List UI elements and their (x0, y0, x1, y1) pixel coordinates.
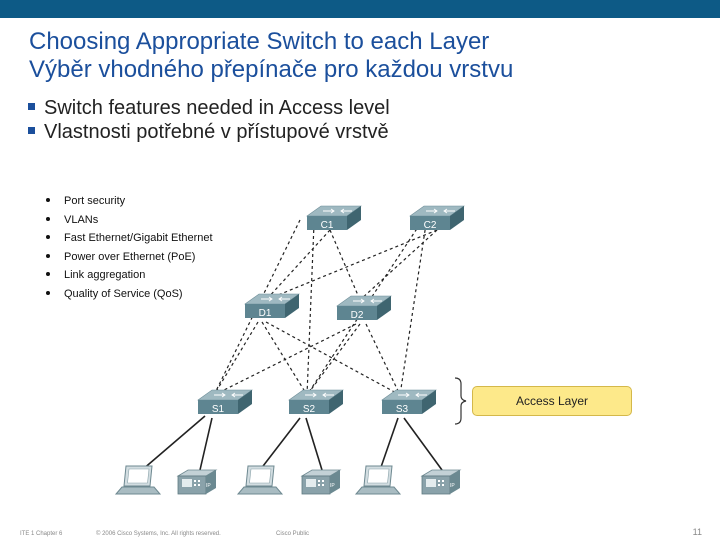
bullet-item: Vlastnosti potřebné v přístupové vrstvě (28, 120, 390, 144)
switch-icon (288, 389, 344, 415)
top-bar (0, 0, 720, 18)
access-layer-label: Access Layer (472, 386, 632, 416)
feature-item: Quality of Service (QoS) (46, 285, 213, 304)
switch-label: S2 (303, 404, 316, 415)
switch-label: C1 (321, 220, 334, 231)
bullet-text: Switch features needed in Access level (44, 97, 390, 119)
ip-phone-icon (421, 469, 461, 495)
access-layer-bracket (454, 377, 467, 425)
access-switch-s1: S1 (197, 389, 253, 415)
title-line-english: Choosing Appropriate Switch to each Laye… (29, 28, 490, 55)
access-switch-s2: S2 (288, 389, 344, 415)
title-line-czech: Výběr vhodného přepínače pro každou vrst… (29, 56, 514, 83)
switch-icon (197, 389, 253, 415)
square-bullet-icon (28, 103, 35, 111)
laptop-icon (115, 465, 161, 495)
feature-text: Power over Ethernet (PoE) (64, 250, 196, 263)
feature-item: Port security (46, 192, 213, 211)
switch-icon (336, 295, 392, 321)
dot-bullet-icon (46, 235, 50, 240)
switch-label: S1 (212, 404, 225, 415)
dot-bullet-icon (46, 290, 50, 295)
switch-label: C2 (424, 220, 437, 231)
switch-icon (381, 389, 437, 415)
main-bullets: Switch features needed in Access level V… (28, 96, 390, 144)
bullet-text: Vlastnosti potřebné v přístupové vrstvě (44, 121, 389, 143)
switch-icon (409, 205, 465, 231)
feature-text: Port security (64, 195, 126, 207)
bullet-item: Switch features needed in Access level (28, 96, 390, 120)
access-switch-s3: S3 (381, 389, 437, 415)
feature-item: Link aggregation (46, 266, 213, 285)
ip-phone-label: IP (330, 483, 335, 489)
distribution-switch-d1: D1 (244, 293, 300, 319)
core-switch-c1: C1 (306, 205, 362, 231)
page-number: 11 (692, 527, 702, 537)
feature-text: VLANs (64, 213, 99, 226)
distribution-switch-d2: D2 (336, 295, 392, 321)
feature-text: Link aggregation (64, 269, 146, 281)
dot-bullet-icon (46, 198, 50, 203)
ip-phone: IP (421, 469, 461, 495)
switch-icon (244, 293, 300, 319)
ip-phone: IP (177, 469, 217, 495)
footer-copyright: © 2006 Cisco Systems, Inc. All rights re… (96, 531, 221, 537)
switch-label: D1 (259, 308, 272, 319)
feature-item: VLANs (46, 211, 213, 230)
laptop-icon (237, 465, 283, 495)
ip-phone-label: IP (206, 483, 211, 489)
feature-list: Port security VLANs Fast Ethernet/Gigabi… (46, 192, 213, 303)
feature-item: Power over Ethernet (PoE) (46, 248, 213, 267)
host-links (141, 415, 443, 471)
footer-chapter: ITE 1 Chapter 6 (20, 531, 63, 537)
ip-phone-icon (177, 469, 217, 495)
dot-bullet-icon (46, 253, 50, 258)
core-switch-c2: C2 (409, 205, 465, 231)
feature-text: Fast Ethernet/Gigabit Ethernet (64, 232, 213, 244)
switch-icon (306, 205, 362, 231)
slide-title: Choosing Appropriate Switch to each Laye… (29, 28, 513, 84)
laptop-icon (355, 465, 401, 495)
square-bullet-icon (28, 127, 35, 135)
switch-label: S3 (396, 404, 409, 415)
ip-phone-icon (301, 469, 341, 495)
dot-bullet-icon (46, 216, 50, 221)
footer-classification: Cisco Public (276, 531, 310, 537)
switch-label: D2 (351, 310, 364, 321)
ip-phone: IP (301, 469, 341, 495)
dot-bullet-icon (46, 272, 50, 277)
feature-item: Fast Ethernet/Gigabit Ethernet (46, 229, 213, 248)
ip-phone-label: IP (450, 483, 455, 489)
feature-text: Quality of Service (QoS) (64, 287, 183, 300)
